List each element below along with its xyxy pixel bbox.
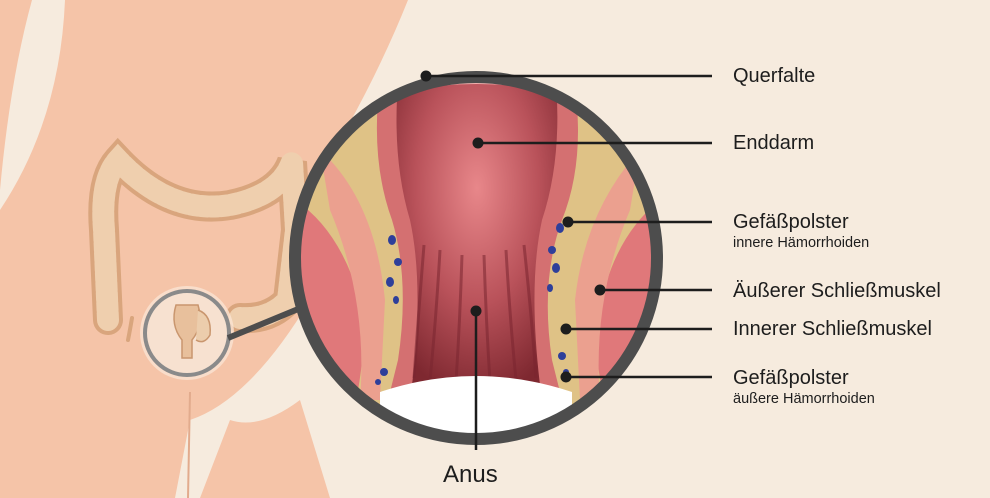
torso-left (0, 0, 32, 190)
label-gefaesspolster-aussen-sub: äußere Hämorrhoiden (733, 392, 875, 407)
label-gefaesspolster-aussen: Gefäßpolster äußere Hämorrhoiden (733, 368, 875, 407)
label-gefaesspolster-innen-sub: innere Hämorrhoiden (733, 236, 869, 251)
label-gefaesspolster-innen: Gefäßpolster innere Hämorrhoiden (733, 212, 869, 251)
label-querfalte: Querfalte (733, 66, 815, 86)
label-gefaesspolster-aussen-title: Gefäßpolster (733, 367, 849, 389)
leg-right (200, 400, 330, 498)
label-gefaesspolster-innen-title: Gefäßpolster (733, 211, 849, 233)
label-anus: Anus (443, 463, 498, 487)
label-aeusserer-schliessmuskel: Äußerer Schließmuskel (733, 281, 941, 301)
label-innerer-schliessmuskel: Innerer Schließmuskel (733, 319, 932, 339)
label-enddarm: Enddarm (733, 133, 814, 153)
